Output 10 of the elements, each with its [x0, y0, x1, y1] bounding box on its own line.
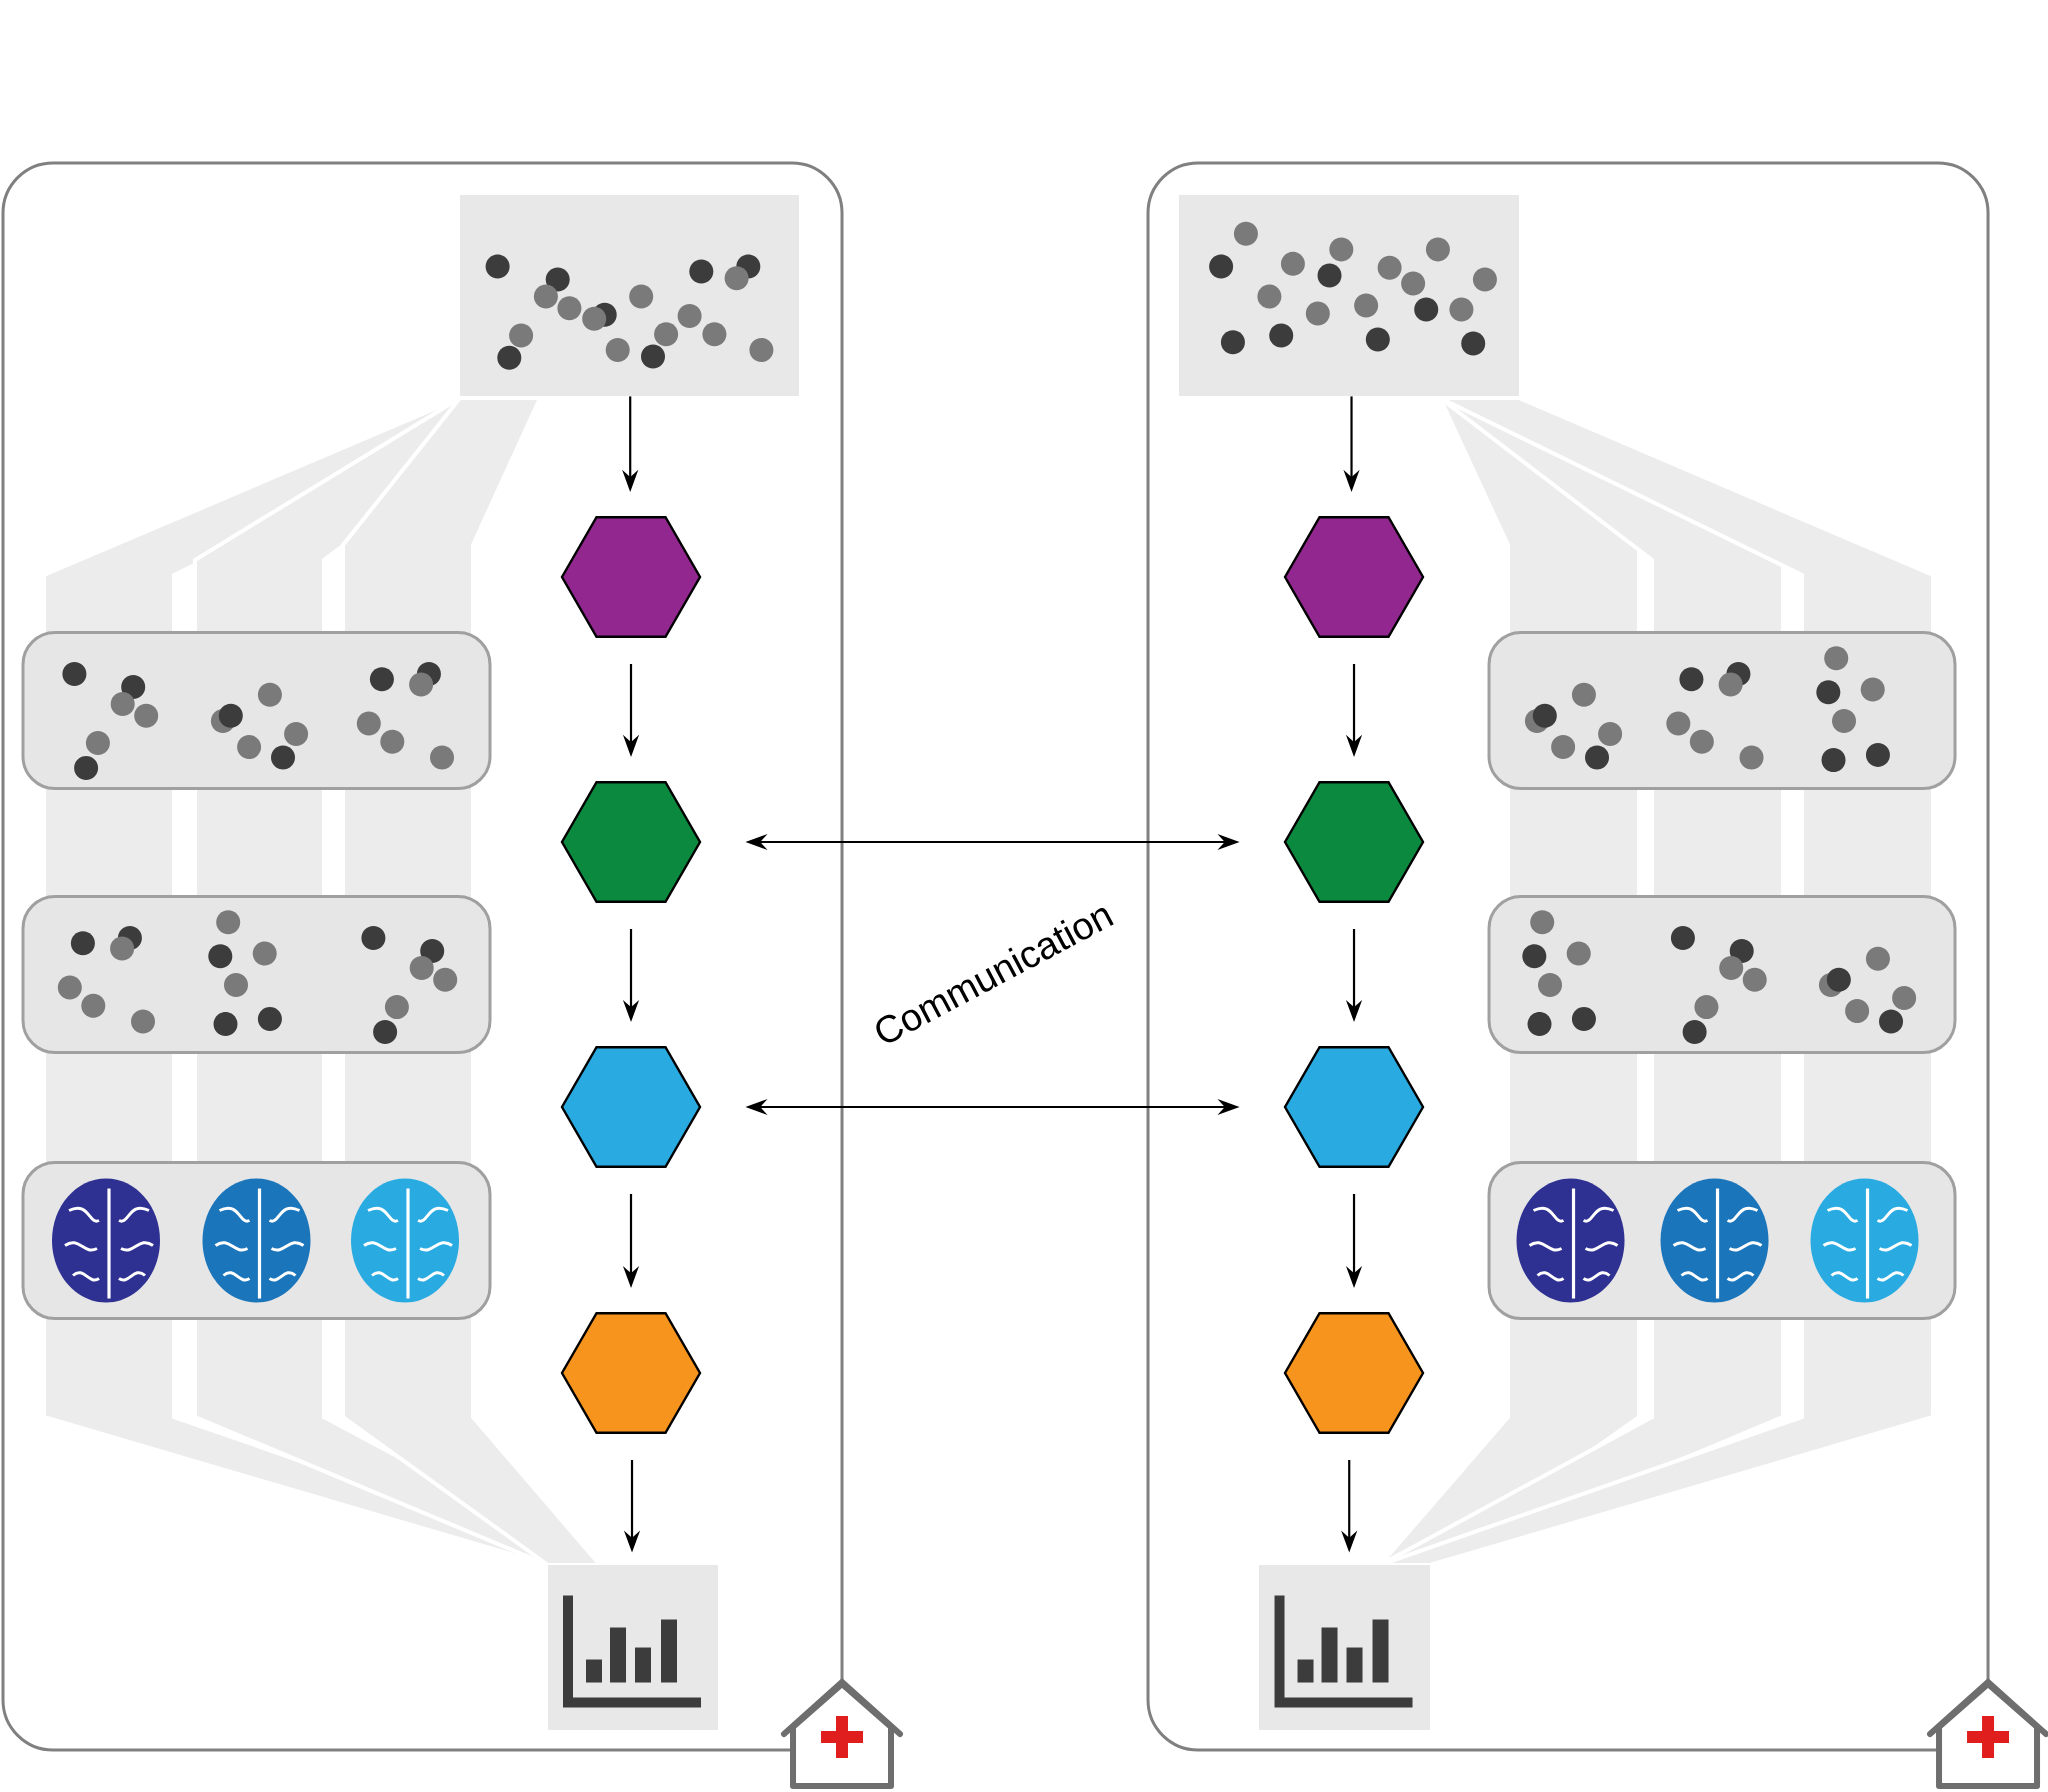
- hexagon: [560, 516, 702, 638]
- hexagon: [1283, 516, 1425, 638]
- hexagon: [1283, 781, 1425, 903]
- hexagon: [560, 1046, 702, 1168]
- hexagon: [560, 1312, 702, 1434]
- hexagon: [560, 781, 702, 903]
- panel: [1, 161, 844, 1752]
- hexagon: [1283, 1046, 1425, 1168]
- hexagon: [1283, 1312, 1425, 1434]
- panel: [1146, 161, 1990, 1752]
